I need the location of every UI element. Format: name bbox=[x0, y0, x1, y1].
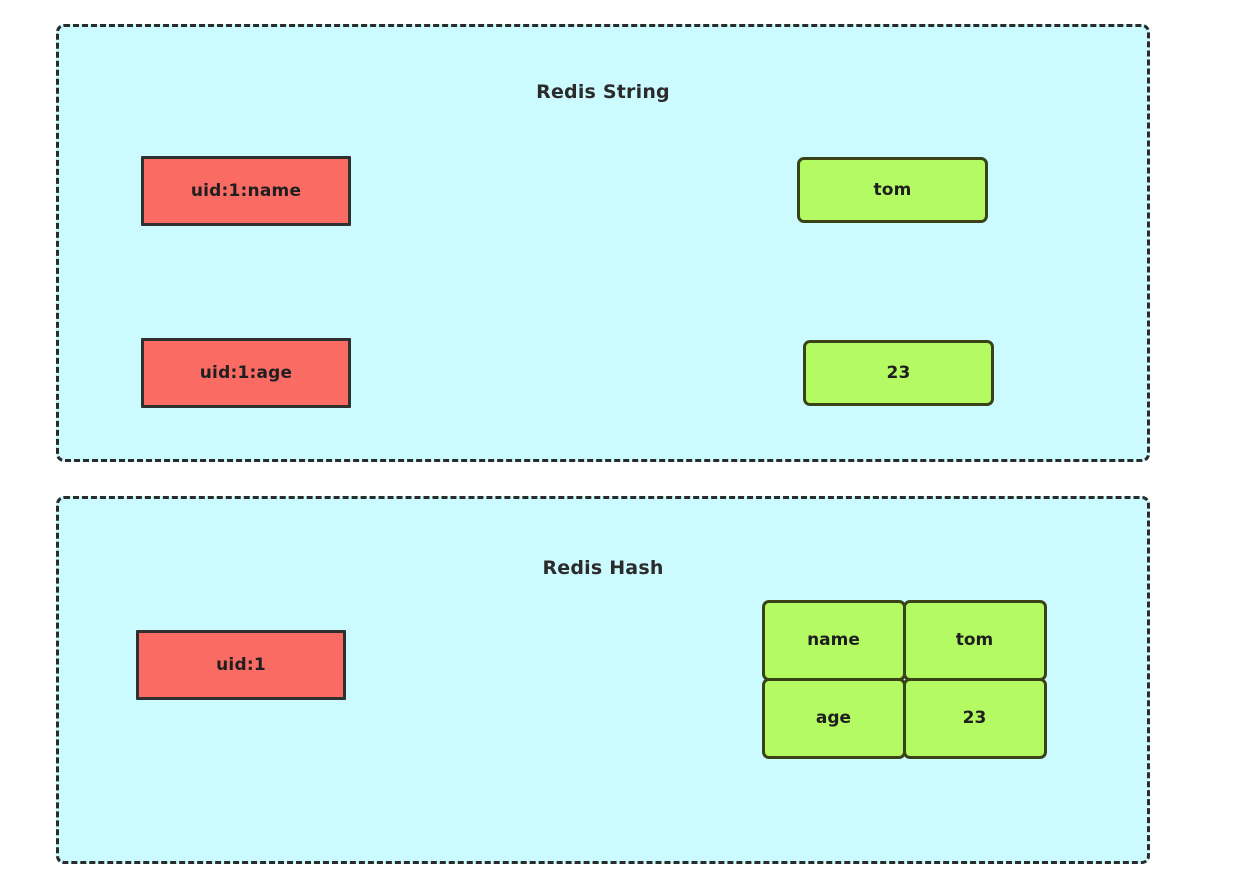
key-box-uid-1-label: uid:1 bbox=[216, 655, 266, 675]
value-box-23[interactable]: 23 bbox=[803, 340, 994, 406]
hash-cell-value-age[interactable]: 23 bbox=[902, 677, 1047, 759]
key-box-uid-1[interactable]: uid:1 bbox=[136, 630, 346, 700]
panel-title-redis-hash: Redis Hash bbox=[542, 557, 664, 579]
hash-cell-value-name[interactable]: tom bbox=[902, 599, 1047, 681]
value-box-23-label: 23 bbox=[886, 363, 911, 383]
hash-table: name tom age 23 bbox=[761, 599, 1047, 759]
hash-cell-field-name[interactable]: name bbox=[761, 599, 906, 681]
hash-value-age-label: 23 bbox=[962, 708, 987, 728]
value-box-tom[interactable]: tom bbox=[797, 157, 988, 223]
panel-title-redis-string: Redis String bbox=[536, 81, 670, 103]
value-box-tom-label: tom bbox=[873, 180, 912, 200]
hash-field-age-label: age bbox=[815, 708, 852, 728]
key-box-uid-1-age[interactable]: uid:1:age bbox=[141, 338, 351, 408]
key-box-uid-1-name-label: uid:1:name bbox=[190, 181, 302, 201]
key-box-uid-1-age-label: uid:1:age bbox=[199, 363, 293, 383]
hash-cell-field-age[interactable]: age bbox=[761, 677, 906, 759]
hash-value-name-label: tom bbox=[955, 630, 994, 650]
hash-field-name-label: name bbox=[807, 630, 860, 650]
key-box-uid-1-name[interactable]: uid:1:name bbox=[141, 156, 351, 226]
